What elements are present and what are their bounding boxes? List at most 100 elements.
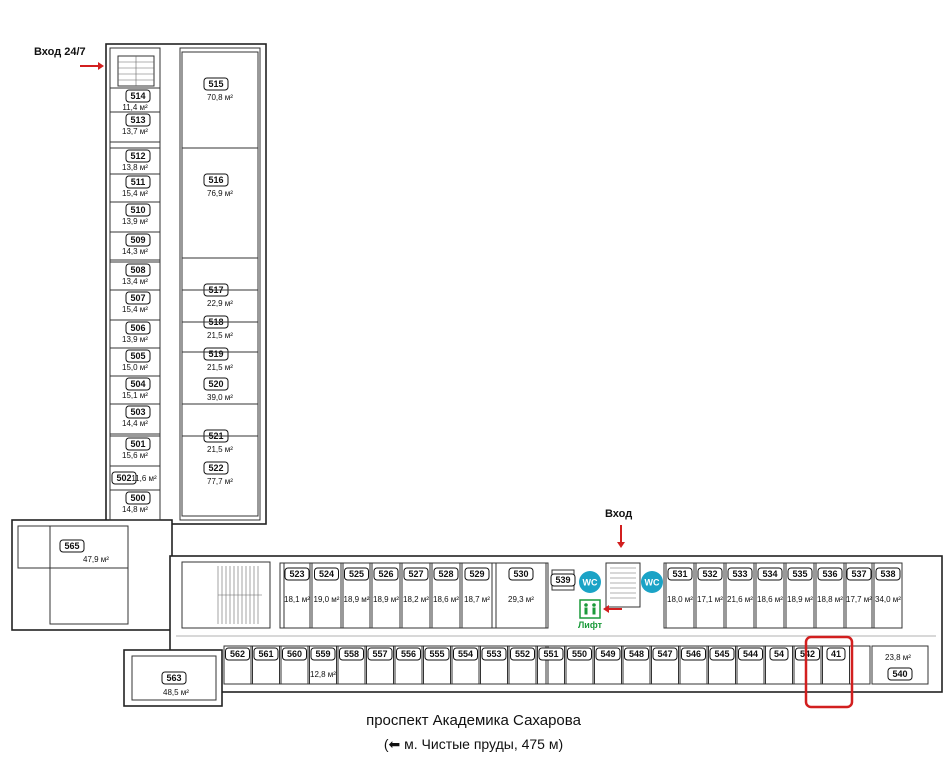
- room-number: 542: [800, 649, 815, 659]
- room-556[interactable]: 556: [394, 645, 423, 685]
- room-number-badge: [59, 539, 85, 553]
- room-529[interactable]: 529 18,7 м²: [461, 562, 493, 629]
- room-552[interactable]: 552: [508, 645, 537, 685]
- room-number-badge: [453, 647, 478, 661]
- room-558[interactable]: 558: [337, 645, 366, 685]
- top-stair: [117, 55, 155, 87]
- room-area: 18,9 м²: [344, 595, 370, 604]
- room-number-badge: [125, 89, 151, 103]
- room-number: 556: [401, 649, 416, 659]
- room-area: 14,4 м²: [122, 419, 148, 428]
- room-area: 22,9 м²: [207, 299, 233, 308]
- room-number: 552: [515, 649, 530, 659]
- room-number: 513: [130, 115, 145, 125]
- room-area: 12,8 м²: [310, 670, 336, 679]
- room-550[interactable]: 550: [565, 645, 594, 685]
- room-number-badge: [567, 647, 592, 661]
- room-number-badge: [203, 77, 229, 91]
- room-number-badge: [203, 377, 229, 391]
- room-number-badge: [624, 647, 649, 661]
- room-number: 526: [378, 569, 393, 579]
- room-number-badge: [125, 349, 151, 363]
- room-number-badge: [161, 671, 187, 685]
- svg-text:WC: WC: [645, 578, 660, 588]
- room-area: 18,9 м²: [373, 595, 399, 604]
- room-number-badge: [396, 647, 421, 661]
- room-539[interactable]: 539: [550, 569, 576, 591]
- room-number: 550: [572, 649, 587, 659]
- room-513[interactable]: 513 13,7 м²: [109, 111, 161, 143]
- room-number: 529: [469, 569, 484, 579]
- room-area: 18,7 м²: [464, 595, 490, 604]
- room-area: 15,1 м²: [122, 391, 148, 400]
- room-542[interactable]: 542: [793, 645, 822, 685]
- room-555[interactable]: 555: [423, 645, 451, 685]
- room-553[interactable]: 553: [480, 645, 508, 685]
- room-area: 11,4 м²: [122, 103, 148, 112]
- room-number: 502: [116, 473, 131, 483]
- room-area: 15,4 м²: [122, 189, 148, 198]
- room-area: 13,9 м²: [122, 217, 148, 226]
- room-number: 520: [208, 379, 223, 389]
- room-number-badge: [125, 491, 151, 505]
- room-548[interactable]: 548: [622, 645, 651, 685]
- room-554[interactable]: 554: [451, 645, 480, 685]
- room-54[interactable]: 54: [765, 645, 793, 685]
- room-number: 539: [555, 575, 570, 585]
- room-number: 553: [486, 649, 501, 659]
- room-area: 21,5 м²: [207, 331, 233, 340]
- room-560[interactable]: 560: [280, 645, 309, 685]
- room-549[interactable]: 549: [594, 645, 622, 685]
- room-number: 548: [629, 649, 644, 659]
- room-547[interactable]: 547: [651, 645, 679, 685]
- room-number-badge: [667, 567, 693, 581]
- room-number: 506: [130, 323, 145, 333]
- room-561[interactable]: 561: [252, 645, 280, 685]
- room-544[interactable]: 544: [736, 645, 765, 685]
- room-562[interactable]: 562: [223, 645, 252, 685]
- room-number: 531: [672, 569, 687, 579]
- room-number: 530: [513, 569, 528, 579]
- room-545[interactable]: 545: [708, 645, 736, 685]
- room-557[interactable]: 557: [366, 645, 394, 685]
- room-551[interactable]: 551: [537, 645, 565, 685]
- room-area: 13,7 м²: [122, 127, 148, 136]
- room-526[interactable]: 526 18,9 м²: [371, 562, 401, 629]
- room-area: 15,0 м²: [122, 363, 148, 372]
- room-546[interactable]: 546: [679, 645, 708, 685]
- room-number-badge: [727, 567, 753, 581]
- room-41[interactable]: 41: [822, 645, 850, 685]
- entrance-label: Вход: [605, 508, 633, 520]
- room-number: 500: [130, 493, 145, 503]
- room-number: 546: [686, 649, 701, 659]
- room-number: 544: [743, 649, 758, 659]
